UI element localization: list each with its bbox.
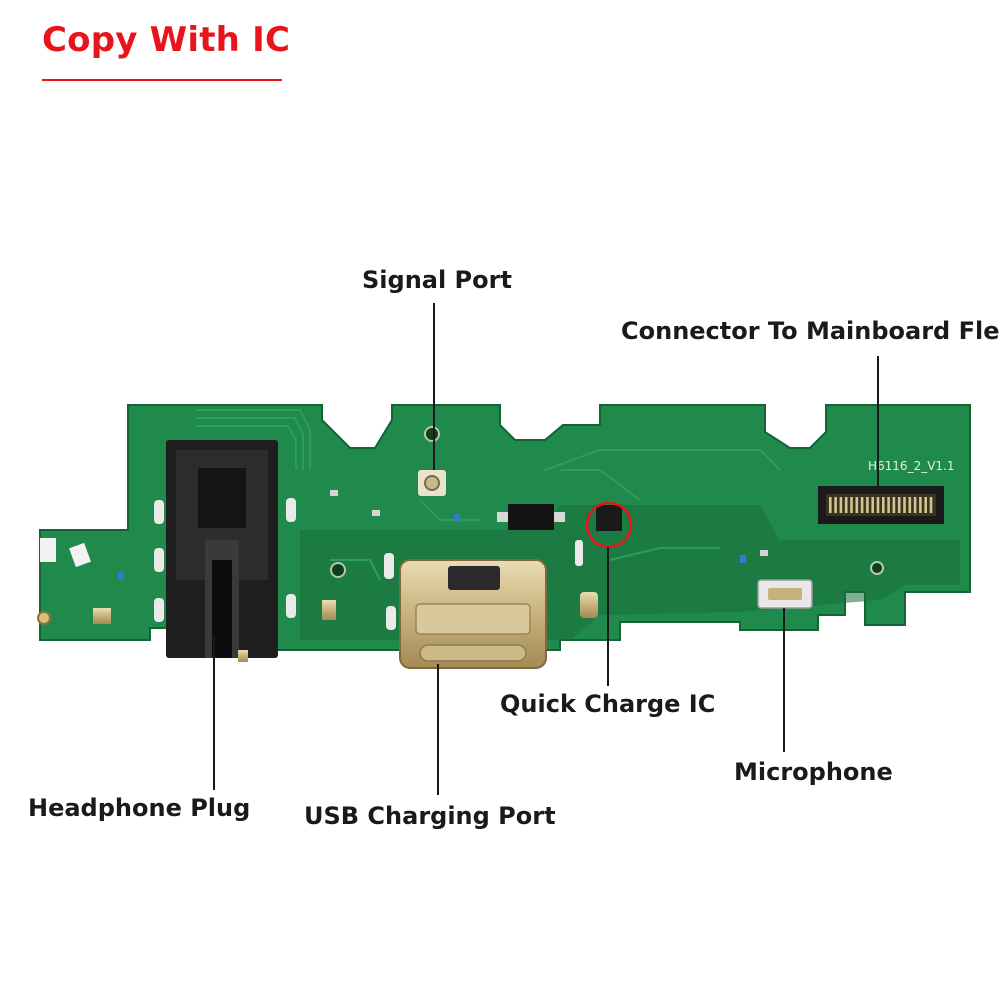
pad (93, 608, 111, 624)
connector-pin (908, 497, 912, 513)
callout-connector: Connector To Mainboard Flex (621, 317, 1000, 345)
callout-headphone-plug: Headphone Plug (28, 794, 251, 822)
signal-port-connector (418, 470, 446, 496)
callout-quick-charge-ic: Quick Charge IC (500, 690, 716, 718)
connector-pin (892, 497, 896, 513)
pad (286, 594, 296, 618)
pad (154, 548, 164, 572)
smd-components (118, 490, 768, 630)
connector-pin (897, 497, 901, 513)
pad (286, 498, 296, 522)
connector-pin (876, 497, 880, 513)
callout-signal-port: Signal Port (362, 266, 512, 294)
mainboard-flex-connector (818, 486, 944, 524)
connector-pin (919, 497, 922, 513)
connector-pin (887, 497, 890, 513)
callout-microphone: Microphone (734, 758, 893, 786)
pad (154, 500, 164, 524)
connector-pin (882, 497, 885, 513)
connector-pin (871, 497, 874, 513)
pad (69, 542, 91, 568)
connector-pin (866, 497, 869, 513)
connector-pin (829, 497, 832, 513)
title-underline (42, 79, 282, 81)
pad (40, 538, 56, 562)
connector-pin (924, 497, 927, 513)
connector-pin (834, 497, 837, 513)
leader-lines (213, 303, 879, 795)
connector-pin (855, 497, 859, 513)
usb-c-port (399, 559, 547, 669)
mounting-hole (870, 561, 884, 575)
board-marking: H6116_2_V1.1 (868, 459, 955, 473)
title: Copy With IC (42, 20, 291, 60)
connector-pin (844, 497, 848, 513)
microphone-component (757, 579, 813, 609)
mounting-hole (37, 611, 51, 625)
connector-pin (913, 497, 917, 513)
connector-pin (903, 497, 906, 513)
mounting-hole (330, 562, 346, 578)
callout-usb-charging-port: USB Charging Port (304, 802, 556, 830)
connector-pin (839, 497, 843, 513)
headphone-jack (166, 440, 278, 662)
connector-pin (860, 497, 864, 513)
mounting-hole (424, 426, 440, 442)
pad (154, 598, 164, 622)
connector-pin (850, 497, 853, 513)
pcb-traces (195, 409, 781, 581)
connector-pin (929, 497, 933, 513)
